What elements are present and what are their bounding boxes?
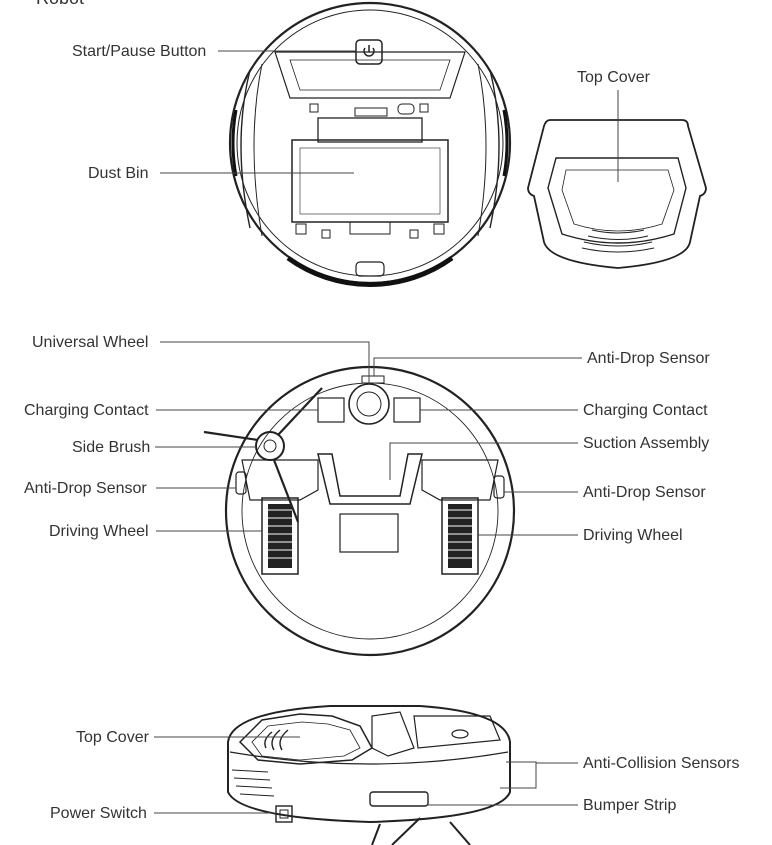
power-switch-graphic — [275, 805, 293, 823]
label-top-cover-side: Top Cover — [76, 729, 150, 746]
label-driving-wheel-right: Driving Wheel — [583, 527, 683, 544]
label-suction-assembly: Suction Assembly — [583, 435, 709, 452]
robot-top-view — [228, 1, 512, 288]
label-power-switch: Power Switch — [50, 805, 147, 822]
label-anti-drop-right: Anti-Drop Sensor — [583, 484, 706, 501]
power-icon — [363, 45, 375, 57]
top-cover-part — [527, 119, 707, 269]
driving-wheel-left-graphic — [261, 497, 299, 575]
start-pause-button[interactable] — [355, 39, 383, 65]
robot-bottom-view — [203, 365, 516, 657]
label-anti-drop-left: Anti-Drop Sensor — [24, 480, 147, 497]
label-universal-wheel: Universal Wheel — [32, 334, 148, 351]
label-start-pause: Start/Pause Button — [72, 43, 206, 60]
label-anti-drop-top: Anti-Drop Sensor — [587, 350, 710, 367]
label-driving-wheel-left: Driving Wheel — [49, 523, 149, 540]
label-bumper-strip: Bumper Strip — [583, 797, 676, 814]
label-top-cover-upper: Top Cover — [577, 69, 651, 86]
header-fragment: Robot — [36, 0, 84, 8]
robot-side-view — [227, 705, 511, 845]
label-charging-contact-left: Charging Contact — [24, 402, 149, 419]
side-brush-graphic — [203, 387, 323, 523]
label-side-brush: Side Brush — [72, 439, 150, 456]
driving-wheel-right-graphic — [441, 497, 479, 575]
label-anti-collision: Anti-Collision Sensors — [583, 755, 740, 772]
label-dust-bin: Dust Bin — [88, 165, 148, 182]
label-charging-contact-right: Charging Contact — [583, 402, 708, 419]
